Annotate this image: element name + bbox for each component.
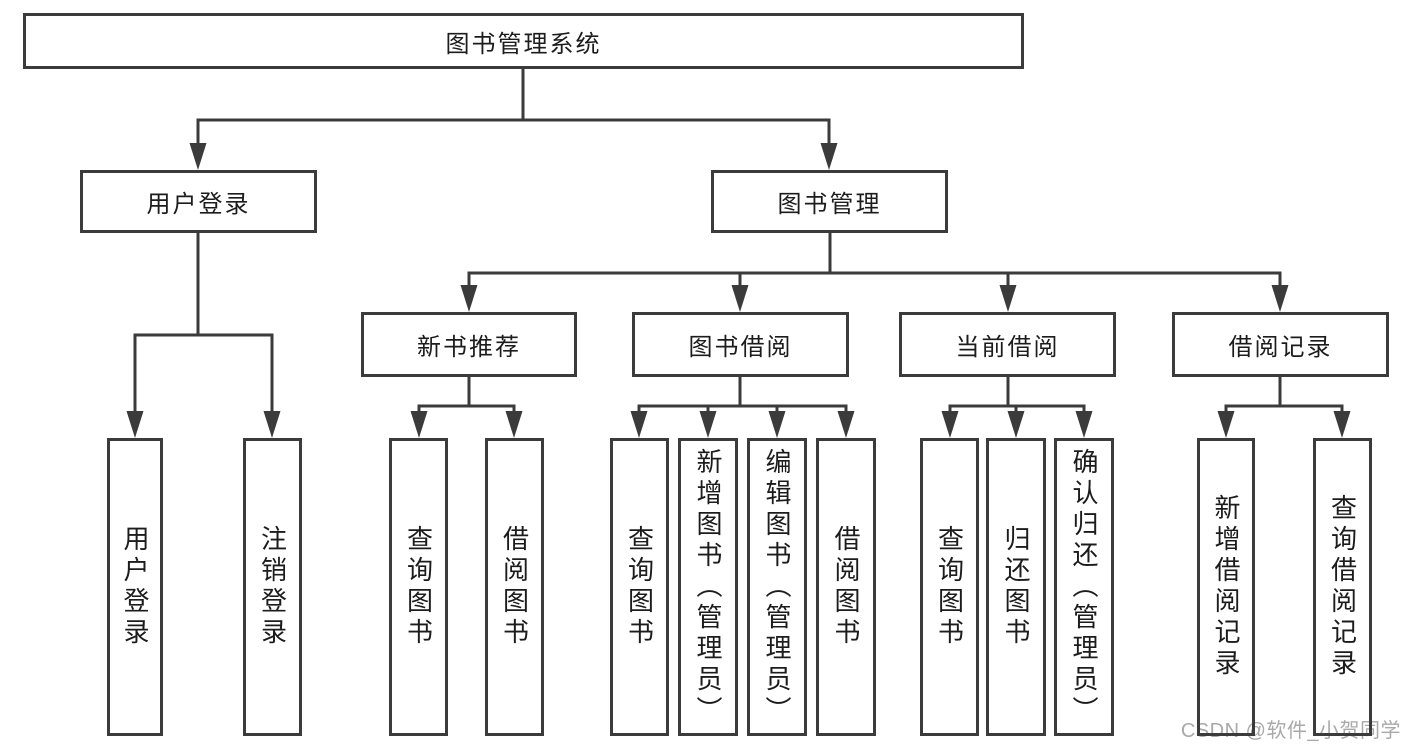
node-book-management-label: 图书管理 <box>777 191 882 218</box>
node-borrowing-records-label: 借阅记录 <box>1228 334 1333 361</box>
leaf-query-borrow-record: 查询借阅记录 <box>1313 438 1372 736</box>
leaf-logout-login-label: 注销登录 <box>257 525 288 649</box>
leaf-logout-login: 注销登录 <box>243 438 302 736</box>
leaf-query-borrow-record-label: 查询借阅记录 <box>1327 494 1358 680</box>
leaf-add-borrow-record: 新增借阅记录 <box>1197 438 1255 736</box>
leaf-confirm-return-admin-label: 确认归还（管理员） <box>1069 447 1099 727</box>
leaf-query-books-borrow: 查询图书 <box>610 438 669 736</box>
node-new-book-recommendation: 新书推荐 <box>361 312 577 377</box>
node-user-login: 用户登录 <box>80 170 317 233</box>
arrow-down-icon <box>126 411 144 438</box>
arrow-down-icon <box>837 411 855 438</box>
connector-book-management-children <box>460 231 1289 312</box>
node-root-label: 图书管理系统 <box>445 30 602 58</box>
node-book-borrowing-label: 图书借阅 <box>688 334 793 361</box>
node-new-book-recommendation-label: 新书推荐 <box>417 334 521 361</box>
connector-current-borrowing-children <box>941 375 1093 438</box>
arrow-down-icon <box>263 411 281 438</box>
arrow-down-icon <box>699 411 717 438</box>
arrow-down-icon <box>1007 411 1025 438</box>
node-root: 图书管理系统 <box>23 13 1024 69</box>
arrow-down-icon <box>1271 285 1289 312</box>
arrow-down-icon <box>189 143 207 170</box>
node-book-management: 图书管理 <box>711 170 948 233</box>
leaf-add-books-admin: 新增图书（管理员） <box>678 438 738 736</box>
arrow-down-icon <box>1333 411 1351 438</box>
leaf-borrow-books-borrow-label: 借阅图书 <box>831 525 861 649</box>
arrow-down-icon <box>410 411 428 438</box>
leaf-user-login-label: 用户登录 <box>120 525 150 649</box>
leaf-add-books-admin-label: 新增图书（管理员） <box>693 447 723 727</box>
leaf-query-books-current: 查询图书 <box>920 438 979 736</box>
node-user-login-label: 用户登录 <box>146 191 251 218</box>
connector-borrowing-records-children <box>1217 375 1351 438</box>
arrow-down-icon <box>1075 411 1093 438</box>
leaf-query-books-recommend: 查询图书 <box>389 438 448 736</box>
arrow-down-icon <box>1217 411 1235 438</box>
connector-user-login-children <box>126 231 281 438</box>
arrow-down-icon <box>820 143 838 170</box>
leaf-confirm-return-admin: 确认归还（管理员） <box>1054 438 1114 736</box>
node-book-borrowing: 图书借阅 <box>632 312 849 377</box>
leaf-edit-books-admin: 编辑图书（管理员） <box>747 438 807 736</box>
connector-root-to-level2 <box>189 67 838 170</box>
arrow-down-icon <box>999 285 1017 312</box>
connector-book-borrowing-children <box>630 375 855 438</box>
leaf-add-borrow-record-label: 新增借阅记录 <box>1211 494 1241 680</box>
leaf-return-books: 归还图书 <box>986 438 1046 736</box>
arrow-down-icon <box>460 285 478 312</box>
node-current-borrowing-label: 当前借阅 <box>955 334 1060 361</box>
arrow-down-icon <box>941 411 959 438</box>
leaf-user-login: 用户登录 <box>107 438 163 736</box>
node-current-borrowing: 当前借阅 <box>899 312 1116 377</box>
arrow-down-icon <box>505 411 523 438</box>
node-borrowing-records: 借阅记录 <box>1172 312 1389 377</box>
arrow-down-icon <box>768 411 786 438</box>
leaf-borrow-books-borrow: 借阅图书 <box>816 438 876 736</box>
csdn-watermark: CSDN @软件_小贺同学 <box>1180 720 1401 742</box>
leaf-query-books-current-label: 查询图书 <box>934 525 965 649</box>
leaf-borrow-books-recommend-label: 借阅图书 <box>499 525 530 649</box>
arrow-down-icon <box>630 411 648 438</box>
arrow-down-icon <box>731 285 749 312</box>
connector-new-book-recommendation-children <box>410 375 523 438</box>
leaf-query-books-borrow-label: 查询图书 <box>624 525 655 649</box>
leaf-borrow-books-recommend: 借阅图书 <box>485 438 544 736</box>
leaf-return-books-label: 归还图书 <box>1001 525 1031 649</box>
leaf-edit-books-admin-label: 编辑图书（管理员） <box>762 447 792 727</box>
leaf-query-books-recommend-label: 查询图书 <box>403 525 434 649</box>
